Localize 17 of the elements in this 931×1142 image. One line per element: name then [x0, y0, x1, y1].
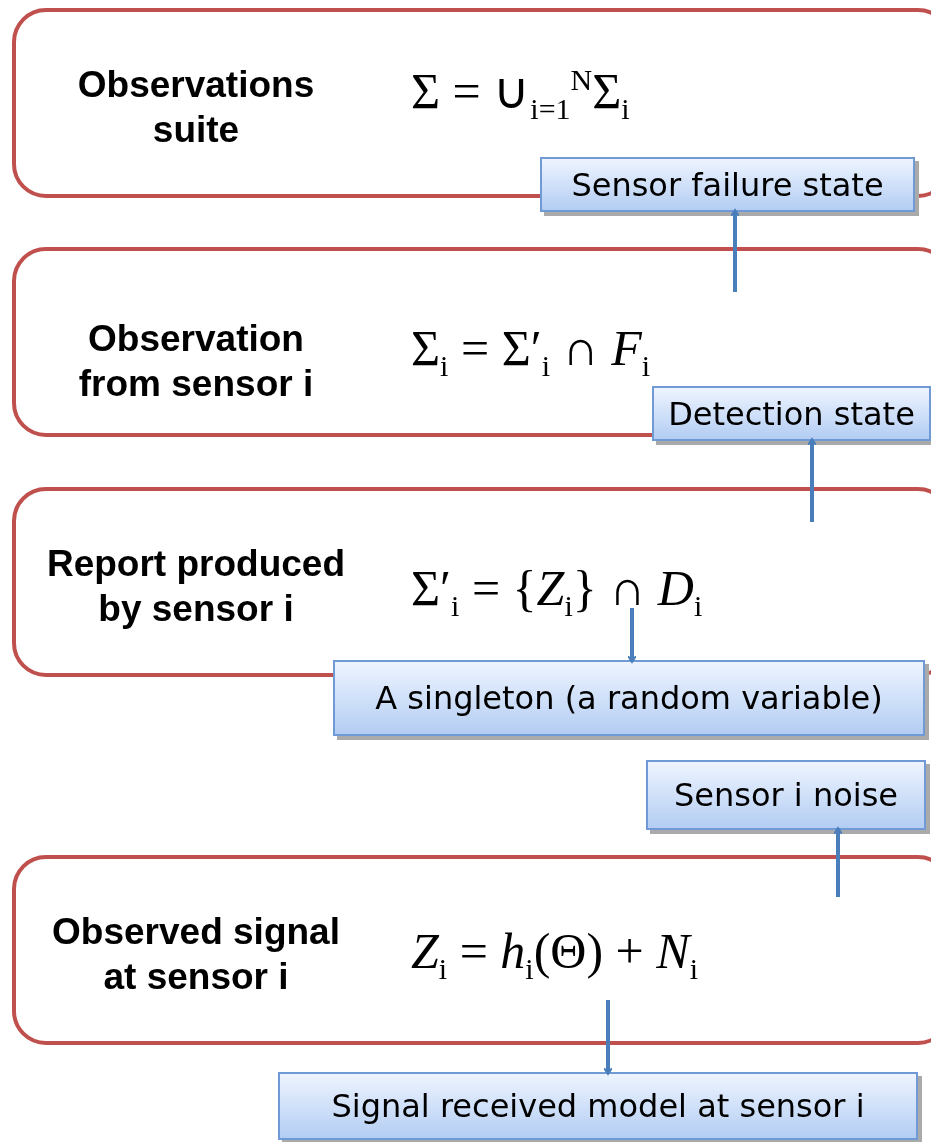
rounded-box — [12, 8, 931, 198]
rounded-box — [12, 855, 931, 1045]
arrow — [627, 608, 637, 663]
arrow — [603, 1000, 613, 1075]
formula: Σ$_{i}$ = Σ′$_{i}$ ∩ F$_{i}$ — [411, 319, 651, 383]
rounded-box — [12, 247, 931, 437]
arrow — [807, 438, 817, 522]
box-heading: Observation from sensor i — [77, 316, 315, 406]
box-heading: Observed signal at sensor i — [51, 909, 341, 999]
rounded-box — [12, 487, 931, 677]
box-heading: Observations suite — [76, 62, 316, 152]
formula: Σ = ∪$_{i=1}$$^{N}$Σ$_{i}$ — [411, 62, 630, 126]
formula: Z$_{i}$ = h$_{i}$(Θ) + N$_{i}$ — [411, 922, 698, 986]
arrow — [730, 209, 740, 292]
formula: Σ′$_{i}$ = {Z$_{i}$} ∩ D$_{i}$ — [411, 559, 703, 623]
box-heading: Report produced by sensor i — [46, 541, 346, 631]
arrow — [833, 827, 843, 897]
